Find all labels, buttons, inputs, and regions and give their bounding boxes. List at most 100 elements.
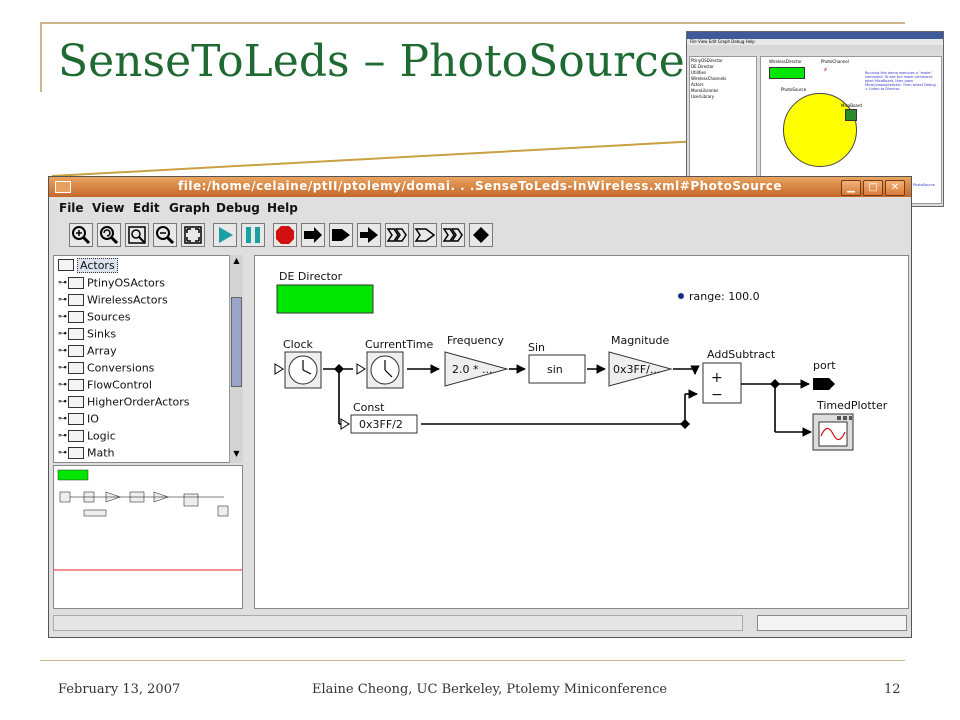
tree-item-label: Logic xyxy=(87,429,116,443)
maximize-button[interactable]: □ xyxy=(863,180,883,196)
zoom-fit-button[interactable] xyxy=(125,223,149,247)
clock-label: Clock xyxy=(283,338,314,351)
tree-item[interactable]: ⊶ HigherOrderActors xyxy=(58,395,190,411)
tree-item[interactable]: ⊶ Sinks xyxy=(58,327,116,343)
graph-canvas[interactable]: DE Director range: 100.0 xyxy=(254,255,909,609)
folder-icon xyxy=(68,311,84,323)
expand-icon[interactable]: ⊶ xyxy=(58,414,67,424)
tree-item-label: IO xyxy=(87,412,99,426)
folder-icon xyxy=(68,362,84,374)
timed-plotter-label: TimedPlotter xyxy=(816,399,888,412)
scroll-down-icon[interactable]: ▼ xyxy=(233,449,240,458)
const-actor[interactable] xyxy=(350,414,418,434)
tree-item-label: Sinks xyxy=(87,327,117,341)
menu-file[interactable]: File xyxy=(59,201,84,215)
arrow-2-icon xyxy=(332,229,350,241)
zoom-in-button[interactable] xyxy=(69,223,93,247)
thumbnail-tree-item: MoreLibraries xyxy=(691,88,719,93)
const-trigger-port[interactable] xyxy=(340,418,350,430)
arrow-6-button[interactable] xyxy=(441,223,465,247)
expand-icon[interactable]: ⊶ xyxy=(58,431,67,441)
frequency-actor[interactable] xyxy=(444,351,509,387)
arrow-2-button[interactable] xyxy=(329,223,353,247)
thumbnail-tree-item: DE Director xyxy=(691,64,714,69)
overview-graph xyxy=(54,469,242,571)
tree-item-label: HigherOrderActors xyxy=(87,395,190,409)
menu-help[interactable]: Help xyxy=(267,201,298,215)
full-screen-button[interactable] xyxy=(181,223,205,247)
current-time-label: CurrentTime xyxy=(365,338,433,351)
current-time-input-port[interactable] xyxy=(356,363,366,375)
thumbnail-notes: Running this demo executes a "make" comm… xyxy=(865,71,939,91)
arrow-3-button[interactable] xyxy=(357,223,381,247)
arrow-4-button[interactable] xyxy=(385,223,409,247)
folder-icon xyxy=(68,294,84,306)
sin-actor[interactable] xyxy=(528,354,586,384)
sin-label: Sin xyxy=(528,341,545,354)
thumbnail-lightning-icon: ⚡ xyxy=(823,66,828,74)
expand-icon[interactable]: ⊶ xyxy=(58,312,67,322)
zoom-out-button[interactable] xyxy=(153,223,177,247)
pause-button[interactable] xyxy=(241,223,265,247)
thumbnail-mica-board xyxy=(845,109,857,121)
clock-input-port[interactable] xyxy=(274,363,284,375)
tree-item[interactable]: ⊶PtinyOSActors xyxy=(58,276,165,292)
arrow-6-icon xyxy=(442,228,463,242)
window-titlebar[interactable]: file:/home/celaine/ptII/ptolemy/domai. .… xyxy=(49,177,911,197)
arrow-1-icon xyxy=(304,227,322,243)
folder-icon xyxy=(68,277,84,289)
window-menu-icon[interactable] xyxy=(55,181,71,193)
expand-icon[interactable]: ⊶ xyxy=(58,295,67,305)
thumbnail-toolbar xyxy=(687,45,943,53)
tree-item[interactable]: ⊶FlowControl xyxy=(58,378,152,394)
output-port-label: port xyxy=(813,359,836,372)
thumbnail-director-label: WirelessDirector xyxy=(769,59,802,64)
scroll-up-icon[interactable]: ▲ xyxy=(233,256,240,265)
minimize-button[interactable]: ▁ xyxy=(841,180,861,196)
menu-debug[interactable]: Debug xyxy=(216,201,260,215)
tree-item[interactable]: ⊶ IO xyxy=(58,412,99,428)
parameter-bullet-icon xyxy=(678,293,684,299)
menu-edit[interactable]: Edit xyxy=(133,201,160,215)
tree-item[interactable]: ⊶Array xyxy=(58,344,117,360)
tree-item[interactable]: ⊶ Sources xyxy=(58,310,131,326)
toolbar xyxy=(53,219,909,253)
range-parameter[interactable]: range: 100.0 xyxy=(689,290,760,303)
menu-view[interactable]: View xyxy=(92,201,125,215)
diamond-button[interactable] xyxy=(469,223,493,247)
close-button[interactable]: ✕ xyxy=(885,180,905,196)
tree-item-actors[interactable]: Actors xyxy=(58,257,118,274)
menu-graph[interactable]: Graph xyxy=(169,201,210,215)
run-button[interactable] xyxy=(213,223,237,247)
arrow-5-button[interactable] xyxy=(413,223,437,247)
expand-icon[interactable]: ⊶ xyxy=(58,346,67,356)
tree-item[interactable]: ⊶WirelessActors xyxy=(58,293,168,309)
expand-icon[interactable]: ⊶ xyxy=(58,278,67,288)
scroll-thumb[interactable] xyxy=(231,297,242,387)
expand-icon[interactable]: ⊶ xyxy=(58,448,67,458)
tree-item-label: Sources xyxy=(87,310,131,324)
expand-icon[interactable]: ⊶ xyxy=(58,363,67,373)
vergil-window: file:/home/celaine/ptII/ptolemy/domai. .… xyxy=(48,176,912,638)
arrow-4-icon xyxy=(386,228,407,242)
tree-scrollbar[interactable]: ▲ ▼ xyxy=(229,255,243,463)
tree-item[interactable]: ⊶Math xyxy=(58,446,115,462)
tree-item[interactable]: ⊶ Logic xyxy=(58,429,116,445)
add-subtract-actor[interactable] xyxy=(702,362,742,404)
zoom-reset-button[interactable] xyxy=(97,223,121,247)
thumbnail-tree-item: WirelessChannels xyxy=(691,76,727,81)
de-director[interactable] xyxy=(276,284,374,314)
output-port[interactable] xyxy=(813,378,835,390)
minimize-icon: ▁ xyxy=(847,182,855,193)
expand-icon[interactable]: ⊶ xyxy=(58,380,67,390)
library-tree[interactable]: Actors ⊶PtinyOSActors ⊶WirelessActors ⊶ S… xyxy=(53,255,243,463)
arrow-1-button[interactable] xyxy=(301,223,325,247)
expand-icon[interactable]: ⊶ xyxy=(58,329,67,339)
magnitude-actor[interactable] xyxy=(608,351,673,387)
overview-panner[interactable] xyxy=(53,465,243,609)
thumbnail-channel-label: PhotoChannel xyxy=(821,59,849,64)
expand-icon[interactable]: ⊶ xyxy=(58,397,67,407)
tree-item[interactable]: ⊶Conversions xyxy=(58,361,154,377)
stop-button[interactable] xyxy=(273,223,297,247)
folder-icon xyxy=(68,447,84,459)
